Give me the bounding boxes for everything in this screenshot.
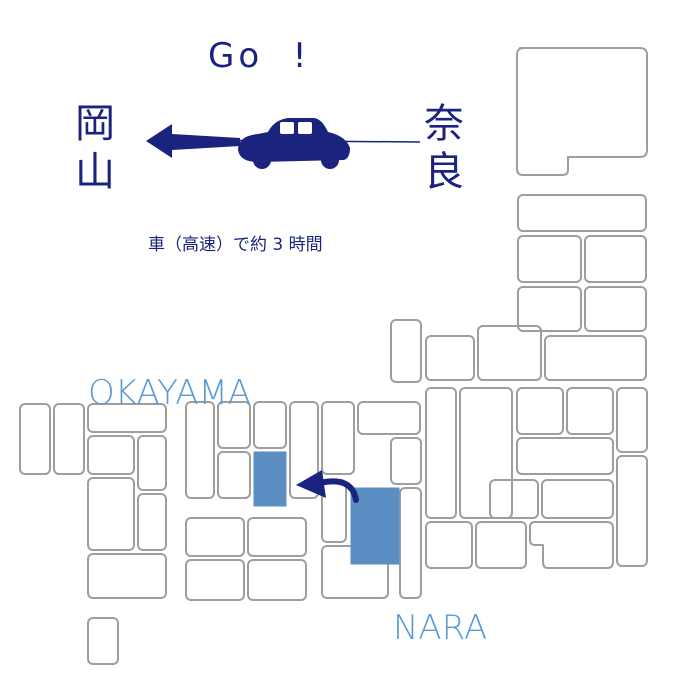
origin-label-vertical: 岡 山 [71,100,119,196]
prefecture-ibaraki [616,387,648,453]
map-outlines [19,47,648,665]
prefecture-niigata [477,325,542,381]
prefecture-yamagata [517,286,582,332]
prefecture-tottori-east [253,401,287,449]
origin-char-1: 岡 [75,101,115,147]
destination-char-2: 良 [424,149,464,195]
region-hokkaido [516,47,648,176]
prefecture-hiroshima [217,451,251,499]
prefecture-nagano [459,387,513,519]
prefecture-fukuoka [87,403,167,433]
origin-char-2: 山 [75,149,115,195]
prefecture-fukushima [544,335,647,381]
prefecture-nagasaki-2 [53,403,85,475]
prefecture-okinawa [87,617,119,665]
prefecture-tokyo [541,479,614,519]
prefecture-kyoto [321,401,355,475]
prefecture-saitama [516,437,614,475]
prefecture-gunma [516,387,564,435]
prefecture-akita [517,235,582,283]
go-heading: Go ! [208,36,311,76]
prefecture-kumamoto [87,477,135,551]
prefecture-okayama-highlight [253,451,287,507]
nara-label: NARA [393,608,488,648]
car-icon [238,118,350,169]
prefecture-oita [137,493,167,551]
prefecture-iwate [584,235,647,283]
prefecture-shizuoka [475,521,527,569]
prefecture-aomori [517,194,647,232]
prefecture-kochi [247,559,307,601]
prefecture-saga [87,435,135,475]
prefecture-tottori [217,401,251,449]
prefecture-gifu [425,387,457,519]
destination-label-vertical: 奈 良 [420,100,468,196]
prefecture-yamanashi [489,479,539,519]
prefecture-aichi [425,521,473,569]
prefecture-chiba [616,455,648,567]
prefecture-mie [399,487,422,599]
prefecture-yamaguchi [137,435,167,491]
prefecture-nagasaki-1 [19,403,51,475]
prefecture-ishikawa [390,319,422,383]
prefecture-shimane [185,401,215,499]
travel-time-caption: 車（高速）で約 3 時間 [148,235,323,255]
prefecture-miyazaki [87,553,167,599]
prefecture-shiga [390,437,422,485]
prefecture-tochigi [566,387,614,435]
prefecture-toyama [425,335,475,381]
prefecture-osaka [321,479,347,543]
curved-arrow-icon [296,470,359,503]
okayama-label: OKAYAMA [88,373,252,413]
prefecture-nara-highlight [350,487,400,565]
prefecture-hyogo-north [289,401,319,499]
prefecture-miyagi [584,286,647,332]
prefecture-kanagawa [529,521,614,569]
prefecture-kagawa [185,517,245,557]
prefecture-fukui [357,401,421,435]
destination-char-1: 奈 [424,101,464,147]
prefecture-tokushima [247,517,307,557]
prefecture-ehime [185,559,245,601]
